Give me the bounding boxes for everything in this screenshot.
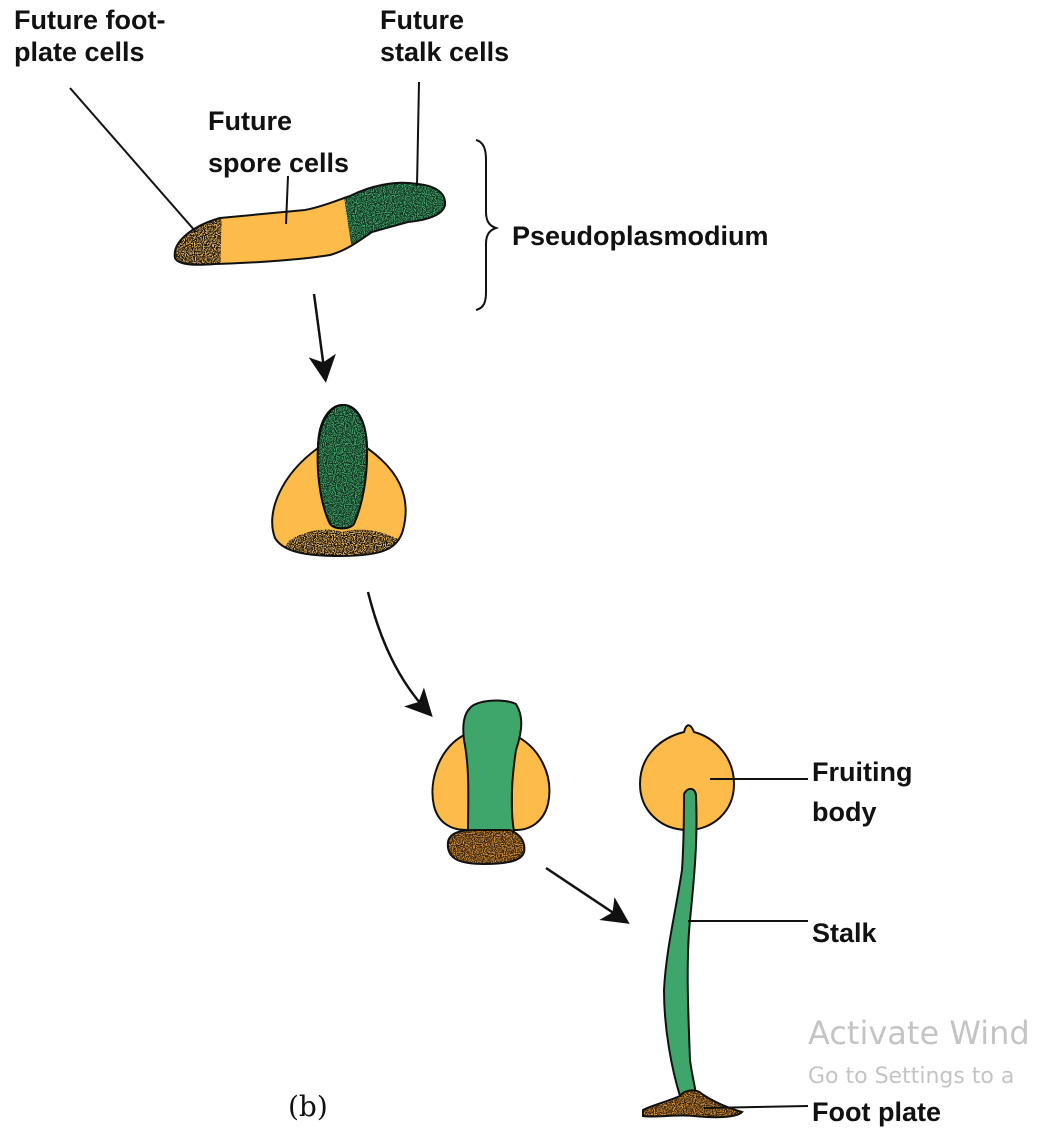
- label-future-stalk-line1: Future: [380, 4, 509, 36]
- fruiting-body-stalk: [664, 789, 697, 1096]
- leader-line-foot-plate: [70, 88, 196, 232]
- label-future-spore-cells: Future spore cells: [208, 100, 349, 184]
- stage3-spore-lobe-right: [512, 734, 549, 830]
- stage3-stalk-column: [463, 701, 521, 832]
- figure-caption: (b): [288, 1090, 328, 1123]
- windows-activation-watermark-title: Activate Wind: [808, 1014, 1030, 1052]
- culmination-stage-early: [260, 400, 420, 565]
- label-stalk: Stalk: [812, 917, 877, 949]
- pseudoplasmodium-brace: [476, 140, 496, 310]
- label-pseudoplasmodium: Pseudoplasmodium: [512, 220, 769, 252]
- label-future-foot-plate-line1: Future foot-: [14, 4, 165, 36]
- label-future-spore-line2: spore cells: [208, 142, 349, 184]
- label-future-spore-line1: Future: [208, 100, 349, 142]
- label-future-stalk-cells: Future stalk cells: [380, 4, 509, 68]
- label-foot-plate: Foot plate: [812, 1096, 941, 1128]
- label-fruiting-body-line2: body: [812, 792, 912, 832]
- windows-activation-watermark-subtitle: Go to Settings to a: [808, 1064, 1014, 1089]
- mature-fruiting-body: [638, 725, 748, 1124]
- pseudoplasmodium-slug: [160, 170, 470, 290]
- label-future-stalk-line2: stalk cells: [380, 36, 509, 68]
- label-future-foot-plate-cells: Future foot- plate cells: [14, 4, 165, 68]
- label-fruiting-body: Fruiting body: [812, 752, 912, 832]
- arrow-stage3-to-stage4: [546, 868, 624, 920]
- arrow-stage1-to-stage2: [314, 294, 325, 376]
- label-fruiting-body-line1: Fruiting: [812, 752, 912, 792]
- label-future-foot-plate-line2: plate cells: [14, 36, 165, 68]
- leader-line-stalk: [417, 82, 419, 186]
- arrow-stage2-to-stage3: [368, 592, 428, 712]
- culmination-stage-late: [432, 701, 549, 868]
